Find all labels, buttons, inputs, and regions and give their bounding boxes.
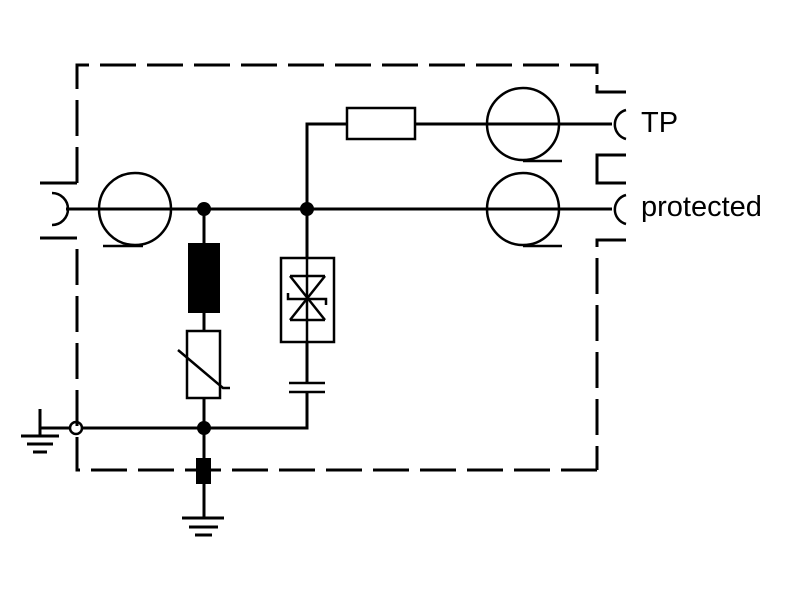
earth-line	[38, 409, 204, 436]
inductor-icon	[188, 243, 220, 313]
protected-ring-element	[485, 171, 562, 248]
input-connector-icon[interactable]	[51, 191, 70, 227]
housing-outline	[40, 63, 626, 472]
ground-block-icon	[196, 458, 211, 484]
resistor-icon	[345, 106, 417, 141]
bottom-ground-branch	[182, 428, 224, 537]
diode-capacitor-branch	[204, 209, 336, 430]
input-ring-element	[97, 171, 173, 248]
junction-dot	[197, 202, 211, 216]
inductor-varistor-branch	[177, 209, 230, 428]
protected-label: protected	[641, 191, 762, 223]
tp-branch	[305, 86, 612, 209]
tp-connector-icon[interactable]	[613, 108, 627, 141]
varistor-icon	[185, 329, 222, 400]
junction-dot	[197, 421, 211, 435]
protected-connector-icon[interactable]	[613, 193, 627, 226]
junction-dot	[300, 202, 314, 216]
tp-label: TP	[641, 107, 679, 139]
ground-icon	[21, 434, 59, 454]
